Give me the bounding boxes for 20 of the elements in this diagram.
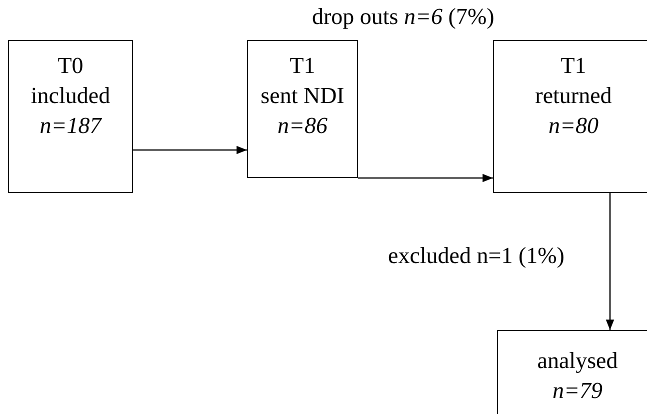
process-box — [497, 330, 647, 414]
arrow — [358, 174, 493, 182]
edge-label: excluded n=1 (1%) — [388, 243, 564, 269]
dropout-note: drop outs n=6 (7%) — [312, 4, 494, 30]
arrow — [133, 146, 247, 154]
box-text: T1 — [560, 52, 586, 80]
box-text: analysed — [537, 347, 618, 375]
count-text: n=187 — [40, 112, 102, 140]
box-text: T1 — [290, 52, 316, 80]
process-box — [493, 40, 647, 193]
box-text: returned — [535, 82, 612, 110]
process-box — [247, 40, 358, 178]
box-text: included — [30, 82, 110, 110]
box-text: sent NDI — [260, 82, 344, 110]
count-text: n=79 — [552, 377, 603, 405]
count-text: n=80 — [548, 112, 599, 140]
count-text: n=86 — [277, 112, 328, 140]
arrow — [606, 193, 614, 330]
process-box — [8, 40, 133, 193]
box-text: T0 — [58, 52, 84, 80]
